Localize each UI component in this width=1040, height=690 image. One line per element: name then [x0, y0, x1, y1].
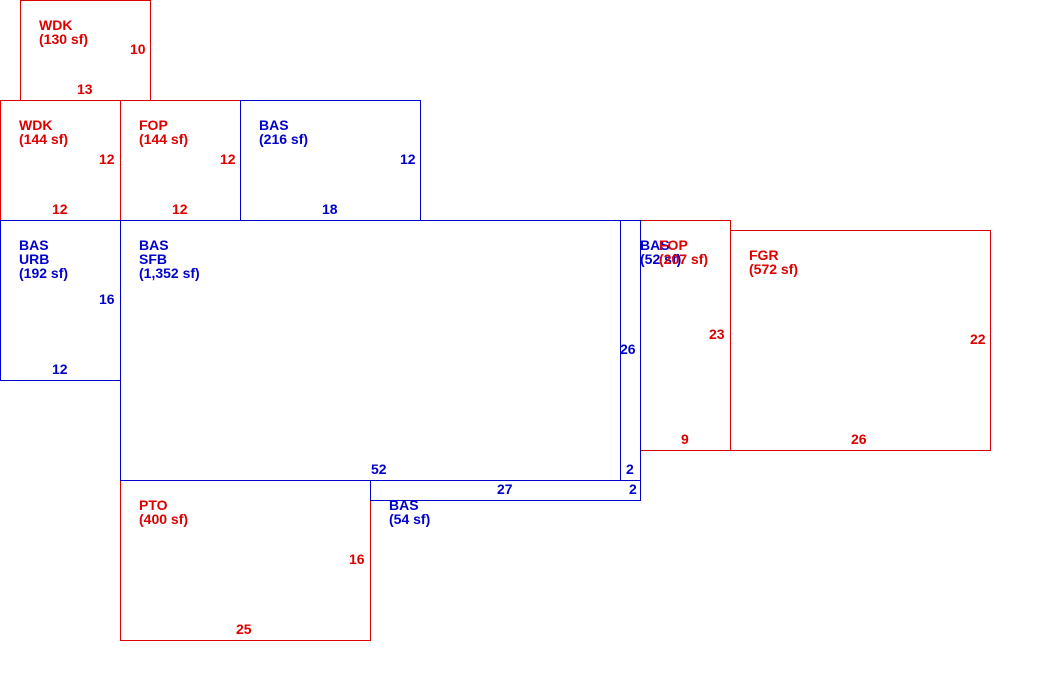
area-code: BAS	[19, 237, 49, 253]
dimension-label: 10	[130, 41, 146, 57]
area-label-wdk-top: WDK (130 sf)	[39, 18, 88, 46]
dimension-label: 16	[99, 291, 115, 307]
dimension-label: 22	[970, 331, 986, 347]
dimension-label: 12	[52, 201, 68, 217]
area-size: (144 sf)	[139, 131, 189, 147]
dimension-label: 26	[851, 431, 867, 447]
dimension-label: 13	[77, 81, 93, 97]
area-code: FOP	[139, 117, 168, 133]
dimension-label: 2	[629, 481, 637, 497]
dimension-label: 12	[220, 151, 236, 167]
area-size: (130 sf)	[39, 31, 89, 47]
area-label-fgr: FGR (572 sf)	[749, 248, 798, 276]
dimension-label: 12	[99, 151, 115, 167]
area-code: BAS	[389, 497, 419, 513]
area-code: FOP	[659, 237, 688, 253]
dimension-label: 23	[709, 326, 725, 342]
dimension-label: 12	[400, 151, 416, 167]
dimension-label: 25	[236, 621, 252, 637]
area-size: (192 sf)	[19, 265, 69, 281]
dimension-label: 26	[620, 341, 636, 357]
area-code: WDK	[19, 117, 53, 133]
dimension-label: 2	[626, 461, 634, 477]
area-label-wdk-left: WDK (144 sf)	[19, 118, 68, 146]
area-code: BAS	[640, 237, 670, 253]
area-size: (572 sf)	[749, 261, 799, 277]
area-label-bas-lower: BAS (54 sf)	[389, 498, 430, 526]
area-label-fop-right: FOP (207 sf)	[659, 238, 708, 266]
area-size: (54 sf)	[389, 511, 431, 527]
dimension-label: 9	[681, 431, 689, 447]
area-size: (52 sf)	[640, 251, 682, 267]
area-label-fop-upper: FOP (144 sf)	[139, 118, 188, 146]
area-label-pto: PTO (400 sf)	[139, 498, 188, 526]
area-label-bas-sfb: BAS SFB (1,352 sf)	[139, 238, 200, 280]
area-code: PTO	[139, 497, 168, 513]
area-size: (144 sf)	[19, 131, 69, 147]
dimension-label: 16	[349, 551, 365, 567]
dimension-label: 12	[52, 361, 68, 377]
area-size: (207 sf)	[659, 251, 709, 267]
area-code: BAS	[259, 117, 289, 133]
area-size: (400 sf)	[139, 511, 189, 527]
area-code: WDK	[39, 17, 73, 33]
dimension-label: 27	[497, 481, 513, 497]
area-size: (216 sf)	[259, 131, 309, 147]
area-size: (1,352 sf)	[139, 265, 200, 281]
area-label-bas-strip: BAS (52 sf)	[640, 238, 681, 266]
area-code: BAS	[139, 237, 169, 253]
area-subcode: SFB	[139, 251, 167, 267]
area-label-bas-upper: BAS (216 sf)	[259, 118, 308, 146]
dimension-label: 12	[172, 201, 188, 217]
area-subcode: URB	[19, 251, 50, 267]
dimension-label: 18	[322, 201, 338, 217]
area-outline-bas-lower	[370, 480, 641, 501]
dimension-label: 52	[371, 461, 387, 477]
area-code: FGR	[749, 247, 779, 263]
area-outline-fgr	[730, 230, 991, 451]
area-label-bas-urb: BAS URB (192 sf)	[19, 238, 68, 280]
